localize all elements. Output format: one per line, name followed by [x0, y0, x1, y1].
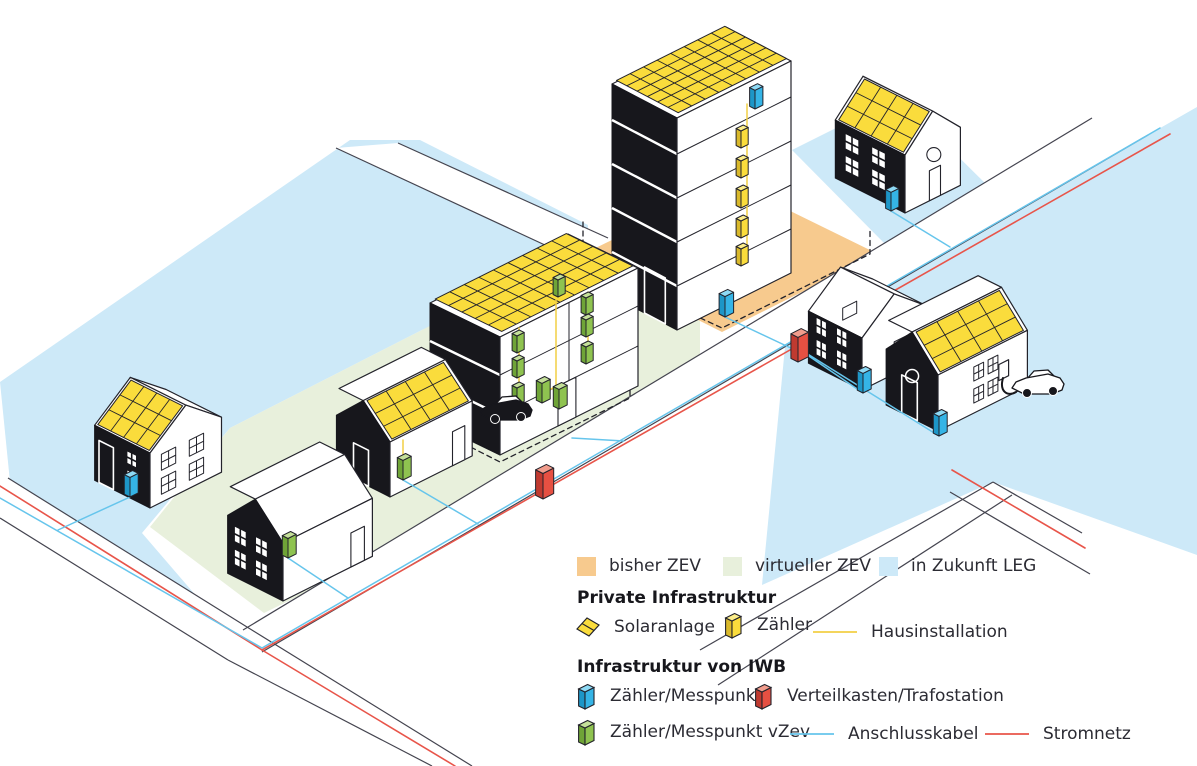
meter-apartment-b2 — [580, 313, 594, 338]
meter-house-right-plain — [856, 366, 872, 394]
tower-building-bisher-zev — [611, 25, 792, 331]
anschlusskabel-branch — [571, 437, 625, 442]
meter-tower-ground — [718, 288, 735, 318]
meter-house-left — [123, 470, 139, 498]
meter-tower-floor3 — [735, 184, 749, 209]
meter-green-icon — [577, 717, 597, 747]
legend-item-verteilkasten: Verteilkasten/Trafostation — [754, 681, 1004, 711]
stromnetz-line — [951, 469, 1086, 549]
anschlusskabel-branch — [724, 316, 796, 351]
legend-item-hausinstallation: Hausinstallation — [812, 622, 1008, 642]
legend-label: bisher ZEV — [609, 556, 702, 576]
meter-tower-floor4 — [735, 154, 749, 179]
legend-zone-in-zukunft-leg: in Zukunft LEG — [879, 556, 1036, 576]
solar-panel-icon — [575, 614, 601, 640]
house-right-ev — [885, 275, 1029, 432]
buildings — [93, 25, 1029, 602]
legend-heading-iwb: Infrastruktur von IWB — [577, 657, 787, 677]
car-house-ev — [1011, 369, 1065, 398]
legend-item-anschlusskabel: Anschlusskabel — [789, 724, 979, 744]
meter-apartment-ev2 — [552, 382, 568, 410]
meter-house-green-solar — [396, 453, 412, 481]
legend-label: Anschlusskabel — [848, 724, 979, 744]
car-apartment-ev — [479, 395, 533, 424]
meter-blue-icon — [577, 681, 597, 711]
legend-zone-virtueller-zev: virtueller ZEV — [723, 556, 871, 576]
legend-item-zaehler: Zähler — [724, 610, 812, 640]
meter-red-icon — [754, 681, 774, 711]
stromnetz-line-icon — [984, 731, 1030, 737]
house-left-solar — [93, 376, 223, 509]
zone-swatch-green — [723, 556, 742, 576]
meter-tower-roof — [749, 83, 764, 110]
stromnetz-line — [261, 649, 456, 766]
meter-yellow-icon — [724, 610, 744, 640]
house-green-plain — [227, 441, 373, 602]
cars — [479, 369, 1065, 424]
meter-house-green-plain — [281, 531, 297, 559]
anschlusskabel-branch — [287, 557, 349, 599]
legend-label: Zähler/Messpunkt vZev — [610, 722, 811, 742]
meter-apartment-a2 — [511, 354, 525, 379]
legend-item-zaehler-vzev: Zähler/Messpunkt vZev — [577, 717, 810, 747]
legend-item-solaranlage: Solaranlage — [575, 614, 715, 640]
legend-label: Hausinstallation — [871, 622, 1008, 642]
meter-tower-floor1 — [735, 242, 749, 267]
meter-apartment-roof — [552, 273, 566, 298]
legend-zone-bisher-zev: bisher ZEV — [577, 556, 701, 576]
anschlusskabel-branch — [890, 210, 951, 248]
meter-tower-floor5 — [735, 124, 749, 149]
legend-label: Verteilkasten/Trafostation — [787, 686, 1004, 706]
zone-swatch-blue — [879, 556, 898, 576]
verteilkasten-street-left — [535, 463, 555, 500]
meter-house-topright — [885, 185, 900, 212]
zone-swatch-orange — [577, 556, 596, 576]
anschlusskabel-branch — [805, 352, 940, 437]
legend-label: Stromnetz — [1043, 724, 1131, 744]
legend-label: Zähler/Messpunkt — [610, 686, 763, 706]
anschlusskabel-branch — [799, 349, 864, 394]
stromnetz-line — [261, 133, 1171, 651]
meter-house-right-ev — [932, 409, 948, 437]
ev-charging-cable — [1001, 377, 1017, 395]
hausinstallation-line-icon — [812, 629, 858, 635]
anschlusskabel-branch — [57, 496, 131, 531]
legend-label: Solaranlage — [614, 617, 715, 637]
meter-apartment-b1 — [580, 340, 594, 365]
meter-apartment-ev1 — [535, 376, 551, 404]
legend-label: Zähler — [757, 615, 813, 635]
legend-heading-private: Private Infrastruktur — [577, 588, 777, 608]
legend-label: in Zukunft LEG — [911, 556, 1037, 576]
anschlusskabel-line-icon — [789, 731, 835, 737]
legend-label: virtueller ZEV — [755, 556, 871, 576]
meter-apartment-a3 — [511, 329, 525, 354]
legend-item-zaehler-messpunkt: Zähler/Messpunkt — [577, 681, 762, 711]
meter-apartment-b3 — [580, 291, 594, 316]
verteilkasten-street-right — [790, 328, 809, 363]
legend-item-stromnetz: Stromnetz — [984, 724, 1131, 744]
meter-tower-floor2 — [735, 214, 749, 239]
meters — [123, 83, 948, 559]
anschlusskabel-branch — [402, 479, 479, 525]
